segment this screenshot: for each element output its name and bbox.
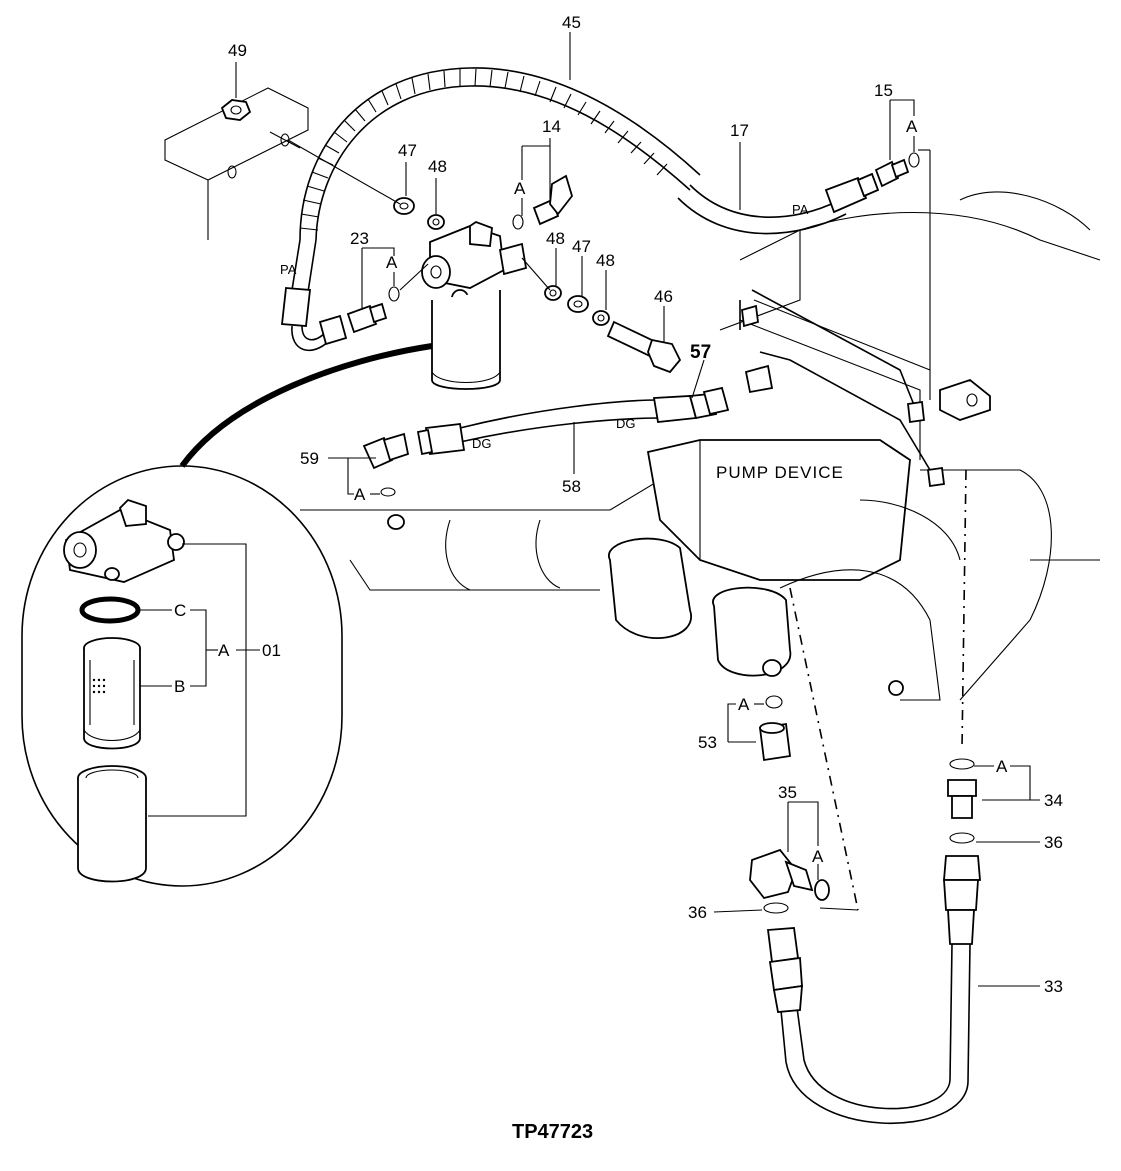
callout-36-right: 36: [1044, 833, 1063, 852]
callout-53-a: A: [738, 695, 750, 714]
detail-part-number: 01: [262, 641, 281, 660]
fitting-23: [346, 286, 400, 334]
callout-36-left: 36: [688, 903, 707, 922]
callout-48-right: 48: [596, 251, 615, 270]
callout-58: 58: [562, 477, 581, 496]
callout-49: 49: [228, 41, 247, 60]
callout-59-a: A: [354, 485, 366, 504]
callout-17: 17: [730, 121, 749, 140]
detail-a-label: A: [218, 641, 230, 660]
callout-34-a: A: [996, 757, 1008, 776]
detail-b-label: B: [174, 677, 185, 696]
nut-49: [220, 99, 252, 121]
code-dg-right: DG: [616, 416, 636, 431]
code-dg-left: DG: [472, 436, 492, 451]
callout-15: 15: [874, 81, 893, 100]
callout-23: 23: [350, 229, 369, 248]
callout-46: 46: [654, 287, 673, 306]
callout-35-a: A: [812, 847, 824, 866]
callout-33: 33: [1044, 977, 1063, 996]
figure-id: TP47723: [512, 1121, 593, 1143]
callout-57: 57: [690, 342, 711, 363]
hose-codes: PA PA DG DG: [280, 202, 809, 451]
fitting-15: [874, 152, 920, 188]
washers: [393, 197, 610, 326]
element-perforations: [92, 678, 106, 694]
code-pa-top: PA: [792, 202, 809, 217]
callout-53: 53: [698, 733, 717, 752]
pump-pipes: [739, 149, 991, 488]
callout-47-top: 47: [398, 141, 417, 160]
detail-c-label: C: [174, 601, 186, 620]
filter-detail-inset: C A B 01: [21, 343, 433, 887]
callout-34: 34: [1044, 791, 1063, 810]
callout-35: 35: [778, 783, 797, 802]
hose-58: [416, 386, 730, 456]
fitting-14: [532, 174, 573, 226]
mounting-bracket: [164, 87, 309, 240]
hose-pa-left: [281, 239, 348, 351]
fitting-59: [362, 432, 410, 497]
fitting-34: [947, 758, 977, 844]
filter-assembly: [421, 214, 528, 390]
hose-17: [677, 172, 880, 235]
callout-15-a: A: [906, 117, 918, 136]
callout-23-a: A: [386, 253, 398, 272]
callout-47-mid: 47: [572, 237, 591, 256]
pump-device-label: PUMP DEVICE: [716, 463, 844, 482]
callout-14: 14: [542, 117, 561, 136]
elbow-35: [749, 848, 830, 914]
callout-59: 59: [300, 449, 319, 468]
callout-14-a: A: [514, 179, 526, 198]
callout-45: 45: [562, 13, 581, 32]
hose-33: [766, 855, 981, 1125]
bolt-46: [606, 320, 682, 374]
pump-device: PUMP DEVICE: [300, 191, 1101, 701]
plug-53: [758, 695, 792, 762]
callout-labels: 49 45 47 48 14 A 17 15 A 23 A 48 47 48 4…: [228, 13, 1063, 996]
code-pa-left: PA: [280, 262, 297, 277]
hose-45-wrapped: [299, 67, 701, 241]
callout-48-top: 48: [428, 157, 447, 176]
callout-48-mid: 48: [546, 229, 565, 248]
leader-lines: [235, 32, 1040, 987]
